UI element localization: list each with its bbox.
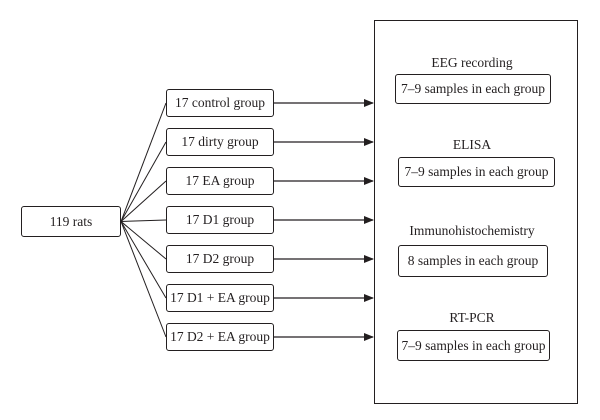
fan-line [120, 221, 167, 299]
source-label: 119 rats [49, 213, 93, 229]
analysis-container [374, 20, 578, 404]
group-label: 17 dirty group [181, 134, 259, 149]
fan-line [120, 141, 167, 222]
samples-label: 7–9 samples in each group [401, 337, 546, 353]
analysis-samples-elisa: 7–9 samples in each group [398, 157, 555, 187]
samples-label: 8 samples in each group [407, 253, 539, 268]
group-label: 17 D2 group [185, 251, 255, 266]
samples-label: 7–9 samples in each group [404, 164, 549, 179]
group-label: 17 EA group [185, 173, 255, 188]
group-label: 17 D2 + EA group [170, 329, 270, 344]
group-label: 17 control group [175, 95, 265, 110]
source-box: 119 rats [21, 206, 121, 237]
fan-line [120, 221, 167, 260]
fan-line [120, 221, 167, 338]
samples-label: 7–9 samples in each group [401, 81, 545, 96]
group-box-ea: 17 EA group [166, 167, 274, 195]
fan-line [120, 102, 167, 222]
analysis-title-ihc: Immunohistochemistry [409, 223, 535, 238]
analysis-title-eeg: EEG recording [431, 55, 513, 70]
group-box-d1-ea: 17 D1 + EA group [166, 284, 274, 312]
group-arrows [274, 99, 374, 341]
group-box-d1: 17 D1 group [166, 206, 274, 234]
group-box-d2: 17 D2 group [166, 245, 274, 273]
group-label: 17 D1 group [185, 212, 255, 227]
fan-line [120, 180, 167, 222]
analysis-samples-ihc: 8 samples in each group [398, 245, 548, 277]
group-label: 17 D1 + EA group [170, 290, 270, 305]
group-box-dirty: 17 dirty group [166, 128, 274, 156]
analysis-title-elisa: ELISA [452, 137, 492, 152]
group-box-control: 17 control group [166, 89, 274, 117]
group-box-d2-ea: 17 D2 + EA group [166, 323, 274, 351]
fan-out-lines [120, 102, 167, 338]
analysis-samples-rtpcr: 7–9 samples in each group [397, 330, 550, 361]
fan-line [120, 219, 167, 222]
analysis-title-rtpcr: RT-PCR [449, 310, 495, 325]
analysis-samples-eeg: 7–9 samples in each group [395, 74, 551, 104]
